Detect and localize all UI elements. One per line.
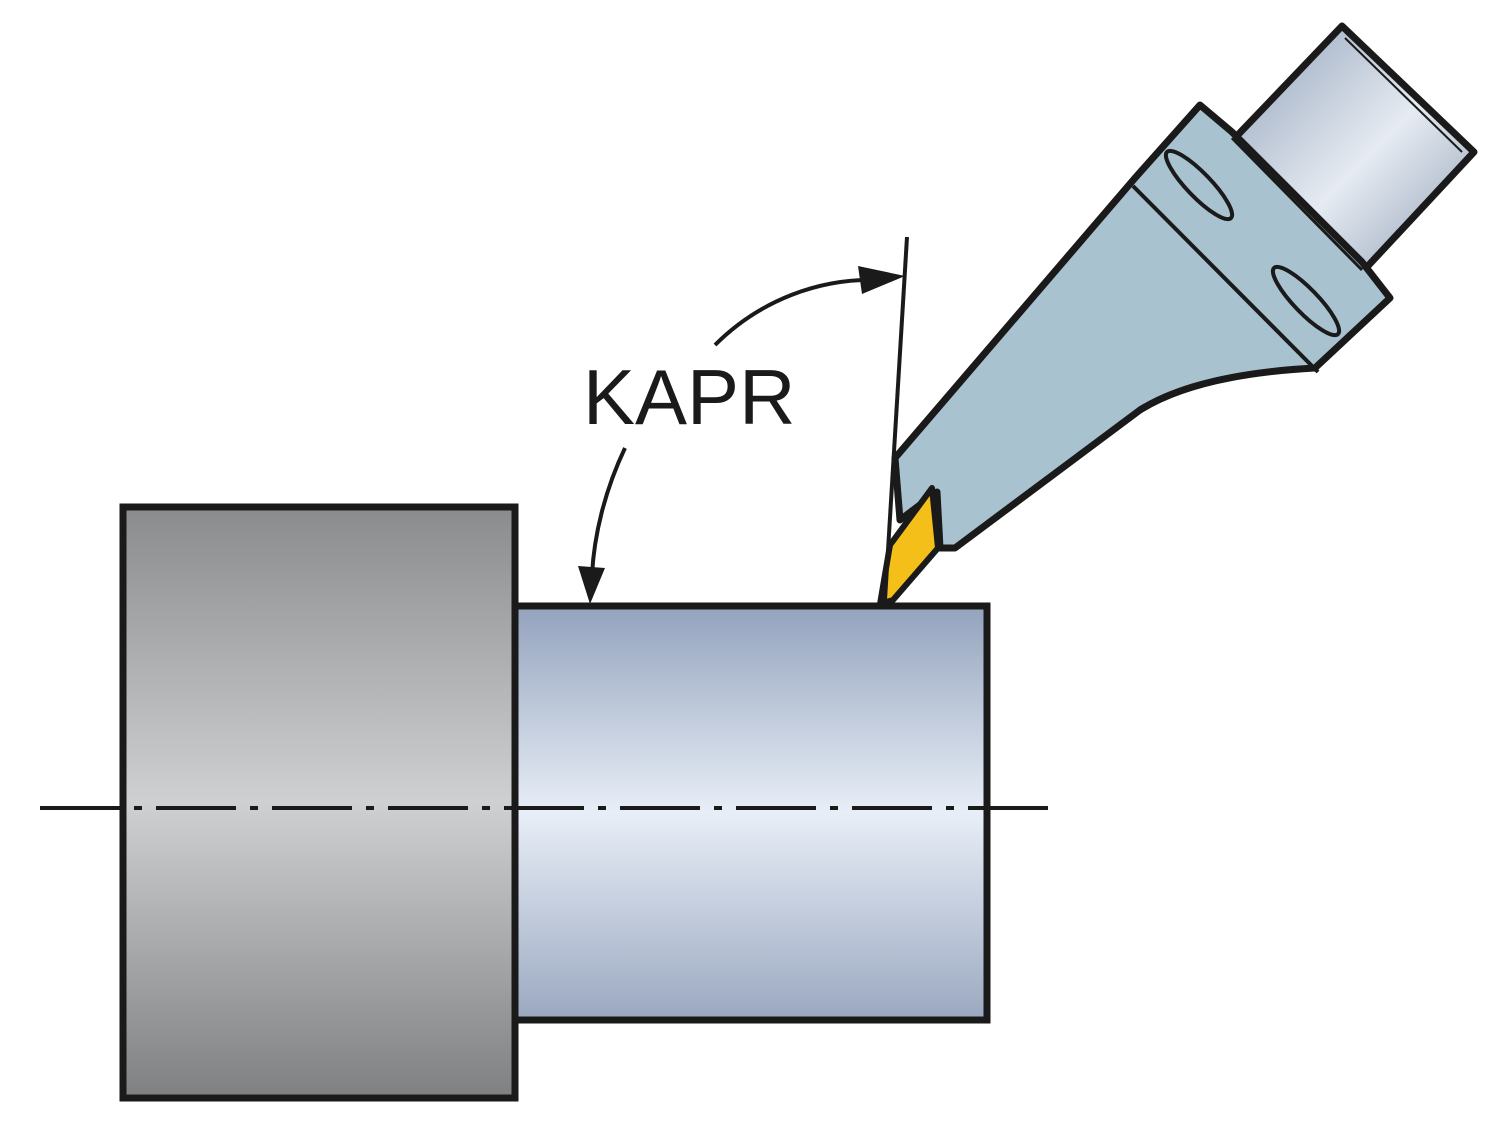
clamp-screw-icon	[1163, 148, 1235, 222]
arrowhead-icon	[578, 566, 605, 604]
workpiece-shoulder	[119, 503, 519, 1102]
clamp-screw-icon	[1270, 264, 1342, 338]
angle-arc-lower	[590, 447, 627, 576]
tool-body	[891, 101, 1394, 552]
tool-head-face	[1131, 184, 1320, 374]
angle-arc-upper	[713, 277, 879, 347]
workpiece-turned-diameter	[511, 602, 991, 1024]
workpiece	[40, 503, 1060, 1102]
angle-label: KAPR	[583, 353, 795, 441]
turning-tool	[877, 22, 1478, 607]
kapr-angle-annotation: KAPR	[578, 236, 909, 604]
tool-edge-reference-line	[883, 236, 909, 601]
arrowhead-icon	[858, 266, 905, 294]
